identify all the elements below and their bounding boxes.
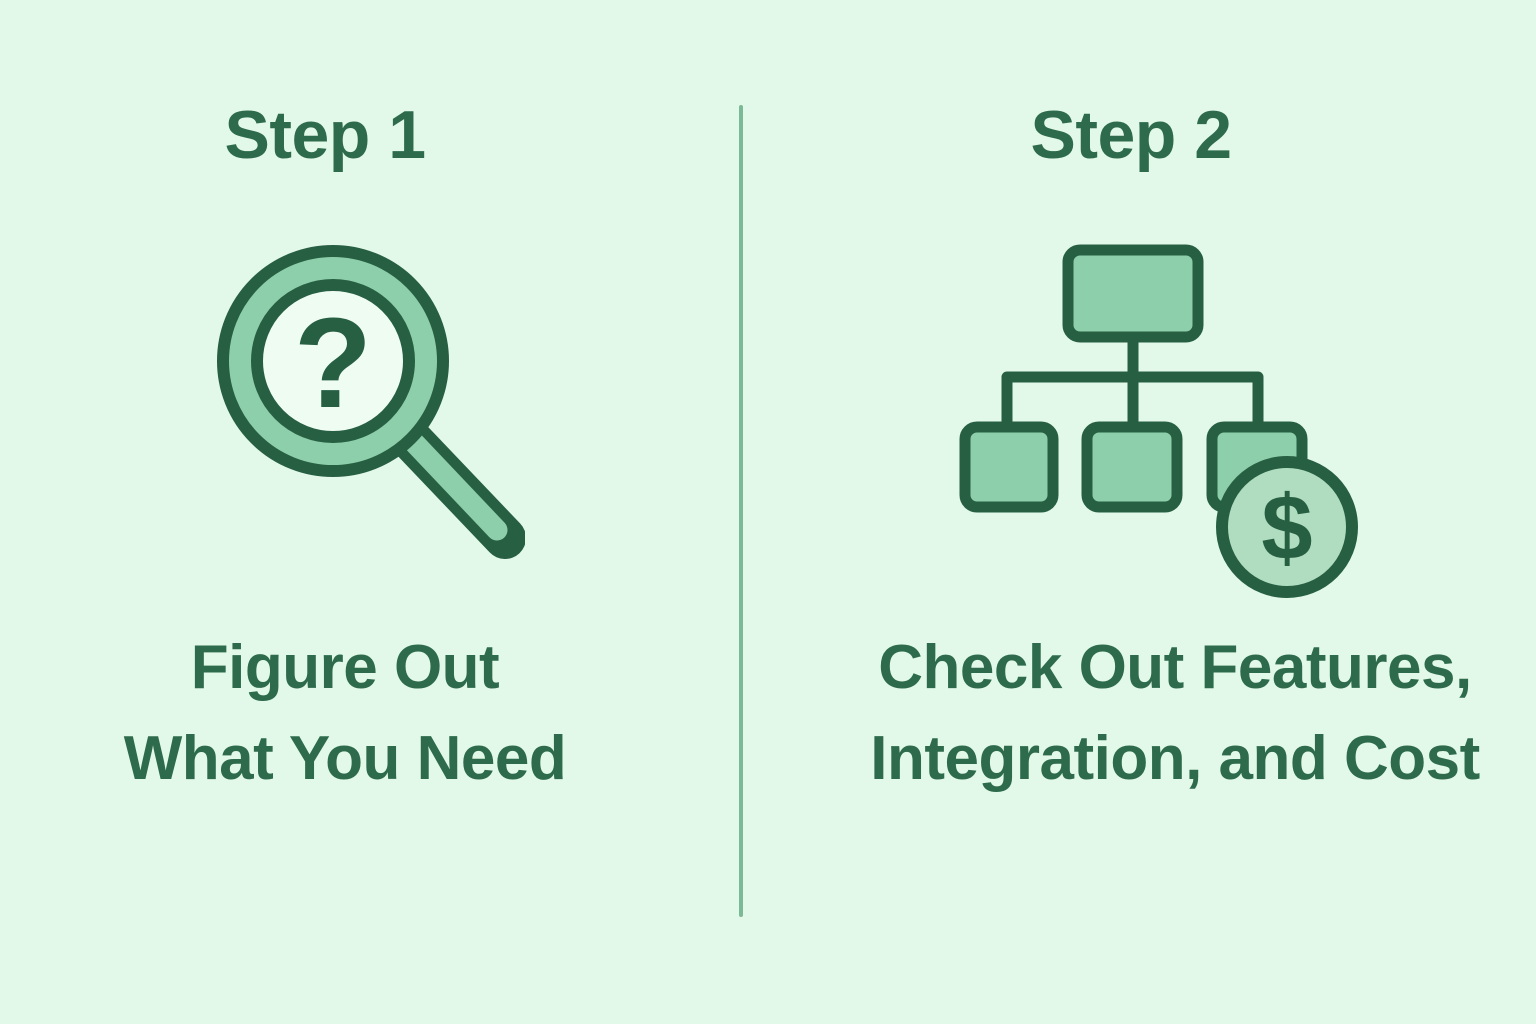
magnifier-lens [257,285,409,437]
column-divider [739,105,743,917]
magnifier-handle [381,409,525,559]
magnifier-question-icon: ? [217,245,525,559]
org-chart-dollar-icon: $ [959,244,1358,598]
magnifier-ring-outer-edge [217,245,449,477]
magnifier-ring [228,256,438,466]
step2-caption-line1: Check Out Features, [878,633,1472,702]
step1-heading: Step 1 [224,97,426,173]
org-chart-top-node [1062,244,1204,343]
dollar-coin [1216,456,1358,598]
step2-caption-line2: Integration, and Cost [870,724,1480,793]
org-chart-child-node-left [959,421,1059,513]
step1-caption-line1: Figure Out [190,633,500,702]
step2-heading: Step 2 [1030,97,1232,173]
magnifier-ring-inner-edge [251,279,415,443]
org-chart-connectors [1001,332,1264,432]
step2-caption: Check Out Features, Integration, and Cos… [870,622,1480,804]
step1-caption-line2: What You Need [123,724,567,793]
dollar-sign-glyph: $ [1261,477,1312,579]
org-chart-child-node-middle [1081,421,1183,513]
question-mark-glyph: ? [294,292,372,435]
step1-caption: Figure Out What You Need [123,622,567,804]
